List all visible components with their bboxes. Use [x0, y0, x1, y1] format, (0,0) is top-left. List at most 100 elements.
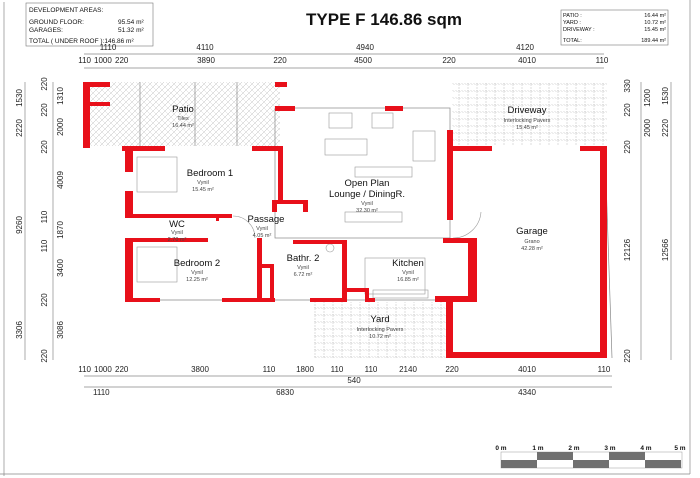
room-finish-passage: Vynil — [256, 226, 268, 232]
room-name-kitchen: Kitchen — [392, 258, 424, 269]
top-dimensions: 1110 4110 4940 4120 110 1000 220 3890 22… — [78, 43, 609, 69]
room-garage: Garage Grano 42.28 m² — [516, 226, 548, 252]
dim-top-inner-5: 220 — [273, 56, 287, 65]
total-under-roof: TOTAL ( UNDER ROOF ):146.86 m² — [29, 38, 134, 45]
scale-label-3: 3 m — [604, 445, 615, 452]
room-finish-driveway: Interlocking Pavers — [504, 118, 551, 124]
ground-floor-value: 95.54 m² — [118, 19, 144, 26]
room-area-patio: 16.44 m² — [172, 123, 194, 129]
dim-left-inner-2: 1310 — [56, 87, 65, 105]
dim-top-inner-1: 110 — [78, 56, 91, 65]
dim-left-inner-7: 110 — [40, 210, 49, 223]
dim-bottom-inner-6: 1800 — [296, 365, 314, 374]
dim-right-outer-1: 1530 — [661, 87, 670, 105]
dim-left-inner-10: 3400 — [56, 259, 65, 277]
room-area-bedroom-2: 12.25 m² — [186, 277, 208, 283]
scale-label-0: 0 m — [495, 445, 506, 452]
dim-left-inner-4: 2000 — [56, 118, 65, 136]
yard-value: 10.72 m² — [644, 20, 666, 26]
room-area-bedroom-1: 15.45 m² — [192, 187, 214, 193]
dim-bottom-inner-9: 110 — [365, 365, 378, 374]
walls — [83, 82, 607, 358]
dim-left-inner-11: 220 — [40, 293, 49, 307]
dim-right-outer-2: 2220 — [661, 119, 670, 137]
room-name-bedroom-2: Bedroom 2 — [174, 258, 220, 269]
room-name-passage: Passage — [248, 214, 285, 225]
dim-bottom-outer-1: 1110 — [93, 388, 110, 397]
dim-top-outer-1: 1110 — [100, 43, 117, 52]
dim-right-inner-3: 220 — [623, 103, 632, 117]
dim-right-inner-4: 2000 — [643, 119, 652, 137]
dim-top-inner-6: 4500 — [354, 56, 372, 65]
room-area-kitchen: 16.85 m² — [397, 277, 419, 283]
scale-bar: 0 m 1 m 2 m 3 m 4 m 5 m — [495, 445, 686, 469]
dim-left-inner-6: 4009 — [56, 171, 65, 189]
ground-floor-label: GROUND FLOOR: — [29, 19, 84, 26]
dim-top-inner-3: 220 — [115, 56, 129, 65]
room-passage: Passage Vynil 4.05 m² — [248, 214, 285, 239]
room-finish-bedroom-2: Vynil — [191, 270, 203, 276]
patio-value: 16.44 m² — [644, 13, 666, 19]
room-bedroom-1: Bedroom 1 Vynil 15.45 m² — [187, 168, 233, 193]
dim-bottom-inner-5: 110 — [263, 365, 276, 374]
room-name-bathroom-2: Bathr. 2 — [287, 253, 320, 264]
dim-top-inner-8: 4010 — [518, 56, 536, 65]
dim-right-inner-7: 220 — [623, 349, 632, 363]
dim-top-outer-2: 4110 — [196, 43, 214, 52]
dim-left-outer-3: 9260 — [15, 216, 24, 234]
dim-left-outer-2: 2220 — [15, 119, 24, 137]
yard-label: YARD : — [563, 20, 581, 26]
dim-bottom-inner-3: 220 — [115, 365, 129, 374]
dim-bottom-inner-12: 4010 — [518, 365, 536, 374]
room-finish-kitchen: Vynil — [402, 270, 414, 276]
room-area-yard: 10.72 m² — [369, 334, 391, 340]
dim-bottom-inner-11: 220 — [445, 365, 459, 374]
room-name-driveway: Driveway — [507, 105, 546, 116]
room-name-yard: Yard — [370, 314, 389, 325]
dim-left-outer-1: 1530 — [15, 89, 24, 107]
room-area-wc: 2.70 m² — [168, 237, 187, 243]
dim-right-inner-6: 12126 — [623, 238, 632, 261]
room-driveway: Driveway Interlocking Pavers 15.45 m² — [504, 105, 551, 131]
dim-top-inner-2: 1000 — [94, 56, 112, 65]
dim-left-inner-8: 1870 — [56, 221, 65, 239]
room-area-passage: 4.05 m² — [253, 233, 272, 239]
dim-top-outer-4: 4120 — [516, 43, 534, 52]
dim-right-inner-2: 1200 — [643, 89, 652, 107]
room-kitchen: Kitchen Vynil 16.85 m² — [392, 258, 424, 283]
dim-left-inner-1: 220 — [40, 77, 49, 91]
room-area-garage: 42.28 m² — [521, 246, 543, 252]
room-bathroom-2: Bathr. 2 Vynil 6.72 m² — [287, 253, 320, 278]
dim-right-inner-1: 330 — [623, 79, 632, 93]
dim-top-inner-7: 220 — [442, 56, 456, 65]
room-patio: Patio Tiles 16.44 m² — [172, 104, 194, 129]
external-areas-box: PATIO : 16.44 m² YARD : 10.72 m² DRIVEWA… — [560, 9, 669, 46]
room-finish-bathroom-2: Vynil — [297, 265, 309, 271]
dim-bottom-inner-4: 3800 — [191, 365, 209, 374]
external-total-value: 189.44 m² — [641, 38, 666, 44]
dim-top-inner-9: 110 — [596, 56, 609, 65]
driveway-area — [452, 82, 607, 146]
room-area-bathroom-2: 6.72 m² — [294, 272, 313, 278]
garages-value: 51.32 m² — [118, 27, 144, 34]
right-dimensions: 330 1200 220 2000 220 12126 220 1530 222… — [623, 79, 672, 363]
left-dimensions: 1530 2220 9260 3306 220 1310 220 2000 22… — [15, 77, 65, 363]
page-title: TYPE F 146.86 sqm — [306, 10, 462, 29]
room-wc: WC Vynil 2.70 m² — [168, 219, 187, 243]
patio-area — [88, 82, 280, 146]
dim-left-outer-4: 3306 — [15, 321, 24, 339]
room-finish-bedroom-1: Vynil — [197, 180, 209, 186]
room-yard: Yard Interlocking Pavers 10.72 m² — [357, 314, 404, 340]
dim-right-inner-5: 220 — [623, 140, 632, 154]
room-area-open-plan: 32.30 m² — [356, 208, 378, 214]
dim-bottom-inner-2: 1000 — [94, 365, 112, 374]
dim-right-outer-3: 12566 — [661, 238, 670, 261]
room-area-driveway: 15.45 m² — [516, 125, 538, 131]
room-finish-garage: Grano — [524, 239, 539, 245]
bottom-dimensions: 110 1000 220 3800 110 1800 110 540 110 2… — [78, 365, 612, 397]
dim-bottom-outer-2: 6830 — [276, 388, 294, 397]
garages-label: GARAGES: — [29, 27, 63, 34]
room-open-plan: Open Plan Lounge / DiningR. Vynil 32.30 … — [329, 178, 405, 214]
dim-top-inner-4: 3890 — [197, 56, 215, 65]
room-name-bedroom-1: Bedroom 1 — [187, 168, 233, 179]
